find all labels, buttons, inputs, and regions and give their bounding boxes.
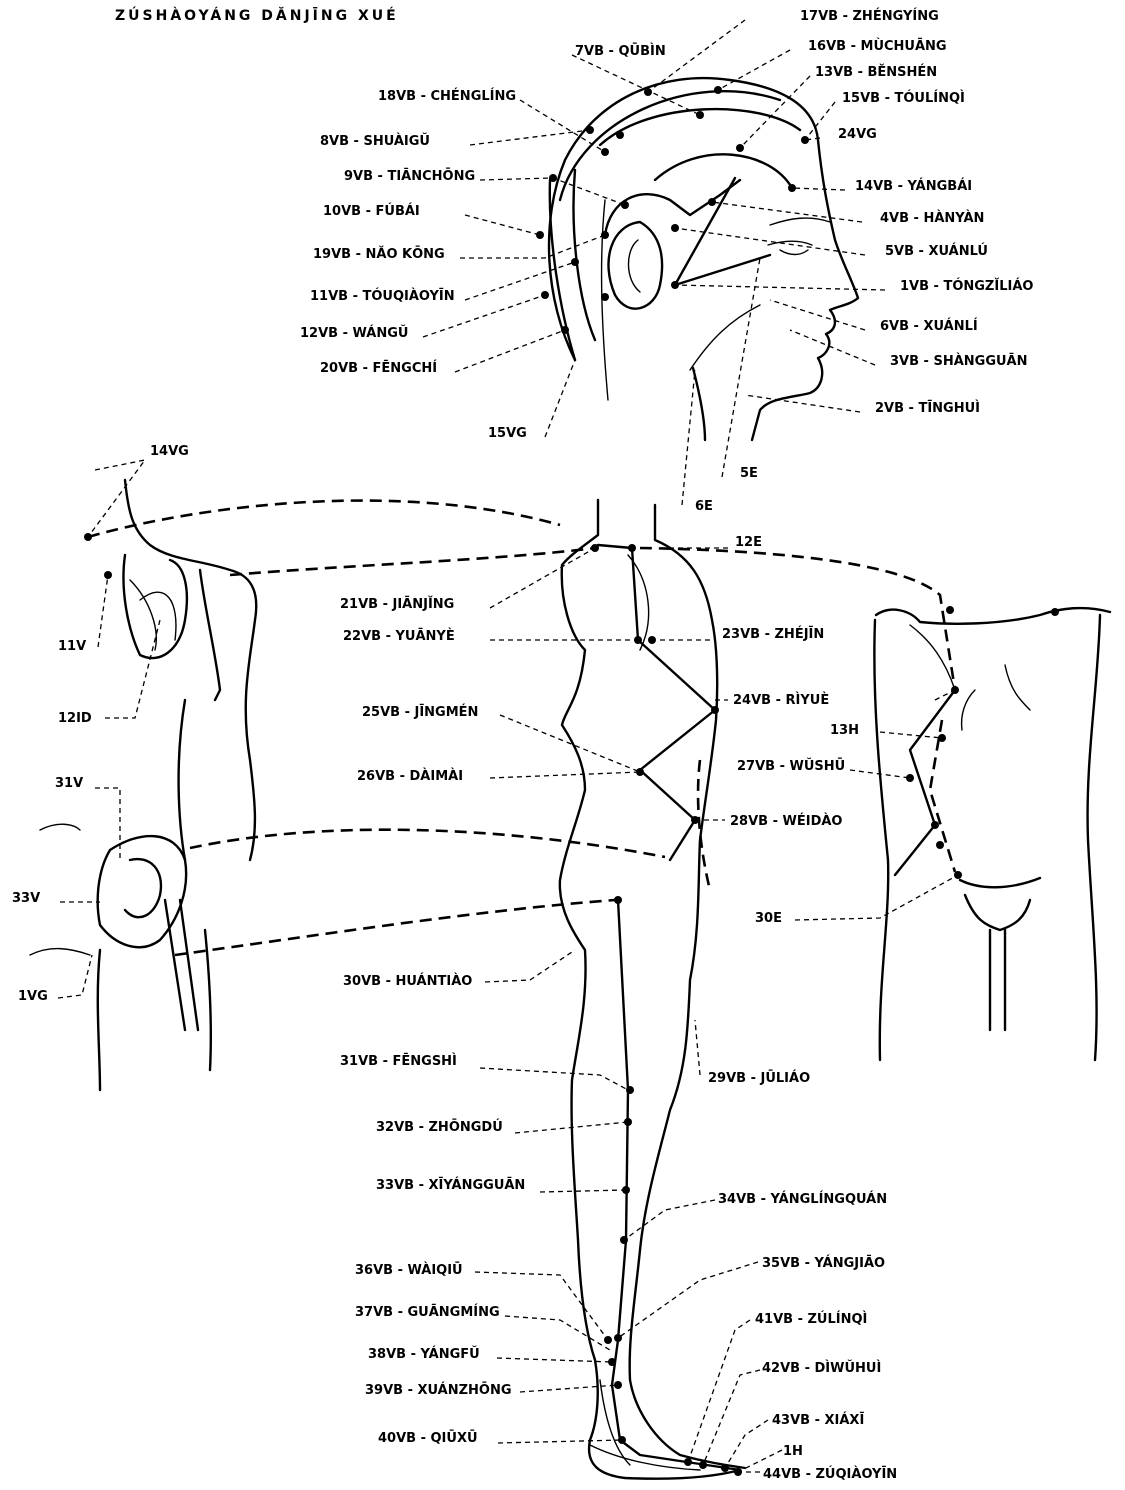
label-32vb: 32VB - ZHŌNGDÚ: [376, 1119, 503, 1135]
label-5e: 5E: [740, 466, 758, 481]
label-33vb: 33VB - XĪYÁNGGUĀN: [376, 1177, 525, 1193]
label-39vb: 39VB - XUÁNZHŌNG: [365, 1382, 512, 1398]
label-29vb: 29VB - JŪLIÁO: [708, 1070, 810, 1086]
shoulder-arm-figure: [123, 480, 256, 860]
label-13h: 13H: [830, 723, 859, 738]
chart-title: ZÚSHÀOYÁNG DĂNJĪNG XUÉ: [115, 6, 399, 24]
body-figure: [560, 500, 745, 1479]
label-30e: 30E: [755, 911, 782, 926]
label-1vg: 1VG: [18, 989, 48, 1004]
label-8vb: 8VB - SHUÀIGŬ: [320, 133, 430, 149]
label-14vb: 14VB - YÁNGBÁI: [855, 178, 972, 194]
meridian-path: [598, 545, 955, 1470]
label-5vb: 5VB - XUÁNLÚ: [885, 243, 988, 259]
label-17vb: 17VB - ZHÉNGYÍNG: [800, 8, 939, 24]
label-6vb: 6VB - XUÁNLÍ: [880, 318, 978, 334]
hip-figure: [30, 824, 211, 1090]
acupoint-dots: [84, 86, 1059, 1476]
label-24vg: 24VG: [838, 127, 877, 142]
label-20vb: 20VB - FĒNGCHÍ: [320, 360, 437, 376]
label-31vb: 31VB - FĒNGSHÌ: [340, 1053, 457, 1069]
label-30vb: 30VB - HUÁNTIÀO: [343, 973, 472, 989]
label-21vb: 21VB - JIĀNJĬNG: [340, 596, 454, 612]
connector-lines: [88, 501, 955, 955]
label-37vb: 37VB - GUĀNGMÍNG: [355, 1304, 500, 1320]
front-torso-figure: [874, 608, 1110, 1060]
label-25vb: 25VB - JĪNGMÉN: [362, 704, 478, 720]
label-9vb: 9VB - TIĀNCHŌNG: [344, 168, 475, 184]
label-24vb: 24VB - RÌYUÈ: [733, 692, 829, 708]
label-28vb: 28VB - WÉIDÀO: [730, 813, 842, 829]
label-12id: 12ID: [58, 711, 92, 726]
label-34vb: 34VB - YÁNGLÍNGQUÁN: [718, 1191, 887, 1207]
label-41vb: 41VB - ZÚLÍNQÌ: [755, 1311, 867, 1327]
label-14vg: 14VG: [150, 444, 189, 459]
label-10vb: 10VB - FÚBÁI: [323, 203, 420, 219]
label-44vb: 44VB - ZÚQIÀOYĪN: [763, 1466, 897, 1482]
label-15vb: 15VB - TÓULÍNQÌ: [842, 90, 965, 106]
label-12e: 12E: [735, 535, 762, 550]
label-16vb: 16VB - MÙCHUĀNG: [808, 38, 947, 54]
label-11vb: 11VB - TÓUQIÀOYĪN: [310, 288, 455, 304]
label-1h: 1H: [783, 1444, 803, 1459]
label-4vb: 4VB - HÀNYÀN: [880, 210, 984, 226]
label-33v: 33V: [12, 891, 40, 906]
label-3vb: 3VB - SHÀNGGUĀN: [890, 353, 1027, 369]
label-42vb: 42VB - DÌWŬHUÌ: [762, 1360, 881, 1376]
label-38vb: 38VB - YÁNGFŬ: [368, 1346, 480, 1362]
label-36vb: 36VB - WÀIQIŪ: [355, 1262, 463, 1278]
leader-lines: [58, 20, 958, 1472]
label-19vb: 19VB - NĂO KŌNG: [313, 246, 445, 262]
label-1vb: 1VB - TÓNGZĬLIÁO: [900, 278, 1033, 294]
label-31v: 31V: [55, 776, 83, 791]
label-43vb: 43VB - XIÁXĪ: [772, 1412, 864, 1428]
label-7vb: 7VB - QŪBÌN: [575, 43, 666, 59]
label-35vb: 35VB - YÁNGJIĀO: [762, 1255, 885, 1271]
label-12vb: 12VB - WÁNGŬ: [300, 325, 408, 341]
label-40vb: 40VB - QIŪXŪ: [378, 1430, 478, 1446]
label-13vb: 13VB - BĔNSHÉN: [815, 64, 937, 80]
label-6e: 6E: [695, 499, 713, 514]
label-23vb: 23VB - ZHÉJĪN: [722, 626, 824, 642]
label-27vb: 27VB - WŬSHŪ: [737, 758, 845, 774]
label-15vg: 15VG: [488, 426, 527, 441]
point-labels: 17VB - ZHÉNGYÍNG 7VB - QŪBÌN 16VB - MÙCH…: [12, 8, 1033, 1482]
label-2vb: 2VB - TĪNGHUÌ: [875, 400, 980, 416]
label-26vb: 26VB - DÀIMÀI: [357, 768, 463, 784]
label-18vb: 18VB - CHÉNGLÍNG: [378, 88, 516, 104]
label-22vb: 22VB - YUĀNYÈ: [343, 628, 455, 644]
label-11v: 11V: [58, 639, 86, 654]
